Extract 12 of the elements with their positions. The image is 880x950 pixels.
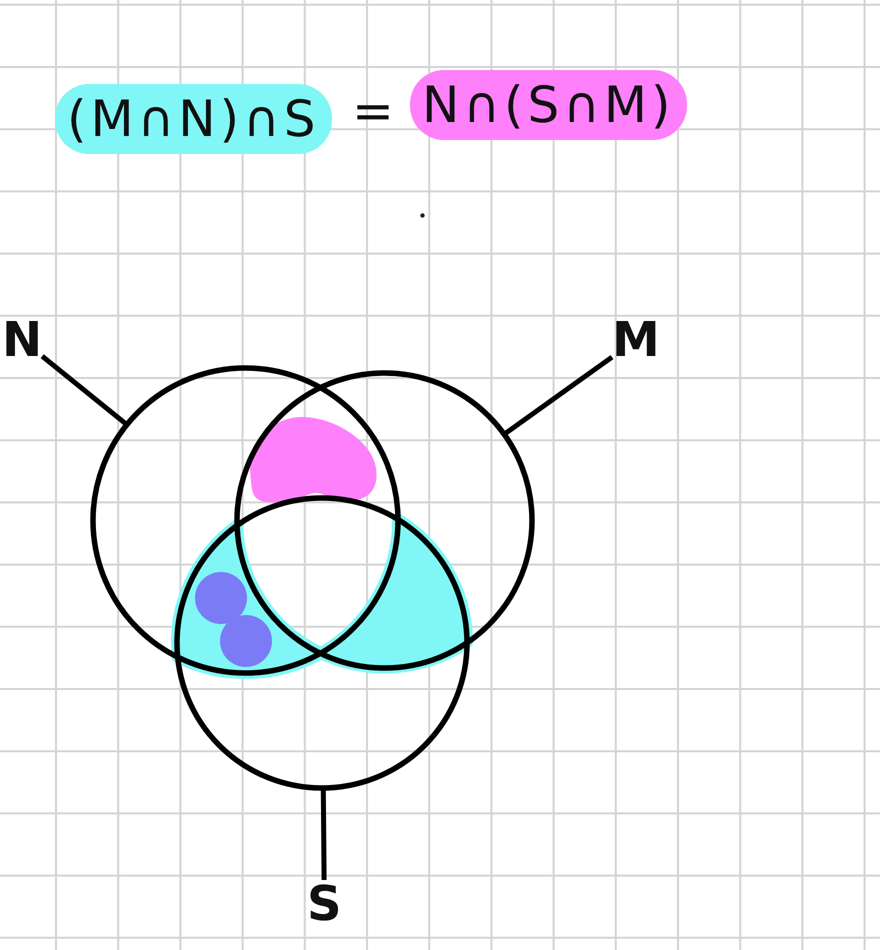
formula-text: N∩(S∩M) <box>410 70 686 140</box>
formula-text: = <box>352 81 398 142</box>
set-label: S <box>307 880 342 928</box>
venn-circle <box>233 368 536 672</box>
leader-line <box>320 788 327 880</box>
leader-line <box>502 355 614 436</box>
formula-text: (M∩N)∩S <box>55 84 332 154</box>
set-label: N <box>2 316 42 364</box>
venn-circle <box>89 364 402 677</box>
venn-circle <box>173 494 471 792</box>
set-label: M <box>612 316 660 364</box>
leader-line <box>40 354 128 427</box>
